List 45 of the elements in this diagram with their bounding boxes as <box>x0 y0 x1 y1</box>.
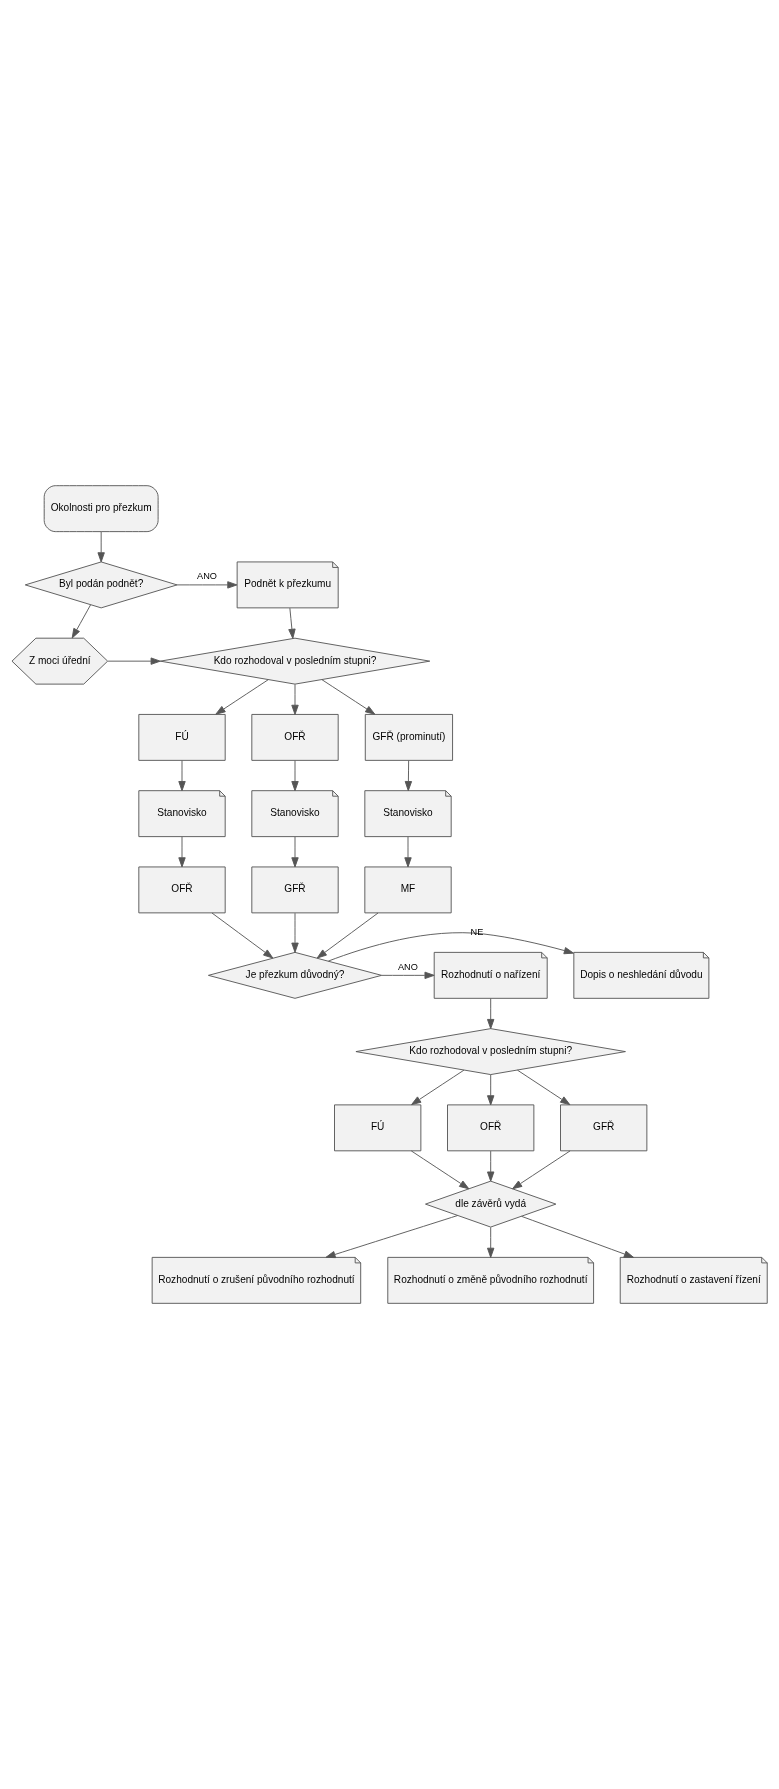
node-diamond: Kdo rozhodoval v posledním stupni? <box>355 1028 626 1076</box>
node-box: FÚ <box>334 1104 422 1152</box>
arrow <box>176 581 238 589</box>
arrow <box>97 531 105 563</box>
arrow <box>316 912 379 959</box>
node-box: GFŘ (prominutí) <box>364 713 453 761</box>
node-box: OFŘ <box>447 1104 535 1152</box>
node-box: OFŘ <box>138 866 226 914</box>
node-box: MF <box>364 866 452 914</box>
arrow <box>512 1150 571 1190</box>
edge-label: NE <box>470 926 484 937</box>
arrow <box>381 971 435 979</box>
arrow <box>291 683 299 715</box>
node-box: GFŘ <box>251 866 339 914</box>
arrow <box>288 607 296 639</box>
arrow <box>487 1150 495 1182</box>
arrow <box>291 912 299 953</box>
arrow <box>517 1069 571 1106</box>
arrow <box>71 604 91 639</box>
node-diamond: Byl podán podnět? <box>24 561 178 609</box>
arrow <box>410 1150 470 1190</box>
arrow <box>178 836 186 868</box>
arrow <box>404 836 412 868</box>
arrow <box>521 1215 634 1258</box>
arrow <box>411 1069 465 1106</box>
arrow <box>291 836 299 868</box>
arrow <box>327 932 574 962</box>
arrow <box>404 760 413 792</box>
arrow <box>215 679 269 715</box>
node-box: FÚ <box>138 713 226 761</box>
arrow <box>291 760 299 792</box>
node-box: OFŘ <box>251 713 339 761</box>
arrow <box>487 998 495 1030</box>
arrow <box>487 1074 495 1106</box>
node-box: GFŘ <box>560 1104 648 1152</box>
node-box: Okolnosti pro přezkum <box>43 485 159 533</box>
arrow <box>107 657 161 665</box>
arrow <box>211 912 274 959</box>
edge-label: ANO <box>197 571 217 582</box>
arrow <box>178 760 186 792</box>
edge-label: ANO <box>397 961 418 972</box>
arrow <box>321 679 376 715</box>
node-diamond: Kdo rozhodoval v posledním stupni? <box>159 637 431 685</box>
arrow <box>487 1226 495 1258</box>
arrow <box>325 1215 459 1259</box>
